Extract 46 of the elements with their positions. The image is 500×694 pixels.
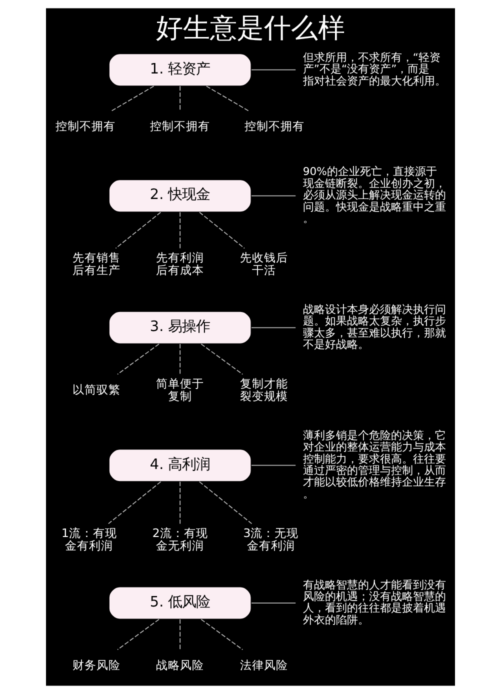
connector [250, 464, 296, 466]
node-text: 有战略智慧的人才能看到没有风险的机遇；没有战略智慧的人，看到的往往都是披着机遇外衣的陷阱。 [302, 578, 446, 626]
node-text: 薄利多销是个危险的决策，它对企业的整体运营能力与成本控制能力，要求很高。往往要通过严密的管理与控制，从而才能以较低价格维持企业生存。 [302, 428, 446, 500]
connector [116, 344, 159, 375]
node-text: 控制不拥有 [244, 119, 304, 134]
node-text: 2流：有现金无利润 [152, 526, 208, 552]
connector [250, 69, 296, 70]
node-text: 1流：有现金有利润 [60, 526, 116, 552]
node-box: 4. 高利润 [108, 448, 252, 482]
connector [179, 481, 180, 524]
connector [179, 212, 180, 249]
connector [205, 86, 248, 112]
diagram-title: 好生意是什么样 [156, 12, 344, 44]
connector [250, 195, 296, 196]
node-text: 财务风险 [72, 658, 120, 672]
node-text: 战略设计本身必须解决执行问题。如果战略太复杂，执行步骤太多，甚至难以执行，那就不是好战略。 [302, 302, 446, 351]
node-box: 3. 易操作 [108, 311, 252, 344]
node-box: 5. 低风险 [108, 586, 252, 620]
node-text: 法律风险 [239, 658, 288, 672]
node-text: 但求所用，不求所有，“轻资产”不是“没有资产”，而是指对社会资产的最大化利用。 [302, 50, 446, 88]
connector [250, 602, 296, 604]
node-text: 90%的企业死亡，直接源于现金链断裂。企业创办之初，必须从源头上解决现金运转的问题。快现金是战略重中之重。 [302, 165, 446, 226]
connector [179, 618, 180, 650]
node-text: 战略风险 [156, 658, 204, 672]
connector [200, 618, 243, 650]
connector [198, 481, 252, 524]
connector [116, 618, 159, 650]
connector [179, 344, 180, 375]
node-text: 3流：无现金有利润 [242, 526, 298, 552]
node-box: 1. 轻资产 [108, 53, 252, 86]
connector [200, 344, 243, 375]
node-text: 以简驭繁 [72, 382, 120, 397]
connector [198, 212, 244, 249]
node-text: 先有销售后有生产 [72, 250, 120, 278]
node-text: 先有利润后有成本 [156, 250, 204, 278]
node-text: 复制才能裂变规模 [239, 376, 288, 404]
node-text: 先收钱后干活 [239, 250, 288, 278]
node-text: 简单便于复制 [156, 376, 204, 404]
connector [108, 481, 161, 524]
node-text: 控制不拥有 [55, 119, 116, 134]
node-text: 控制不拥有 [150, 119, 210, 134]
connector [250, 327, 296, 328]
connector [110, 86, 154, 112]
connector [179, 86, 180, 112]
node-box: 2. 快现金 [108, 179, 252, 212]
connector [114, 212, 161, 249]
